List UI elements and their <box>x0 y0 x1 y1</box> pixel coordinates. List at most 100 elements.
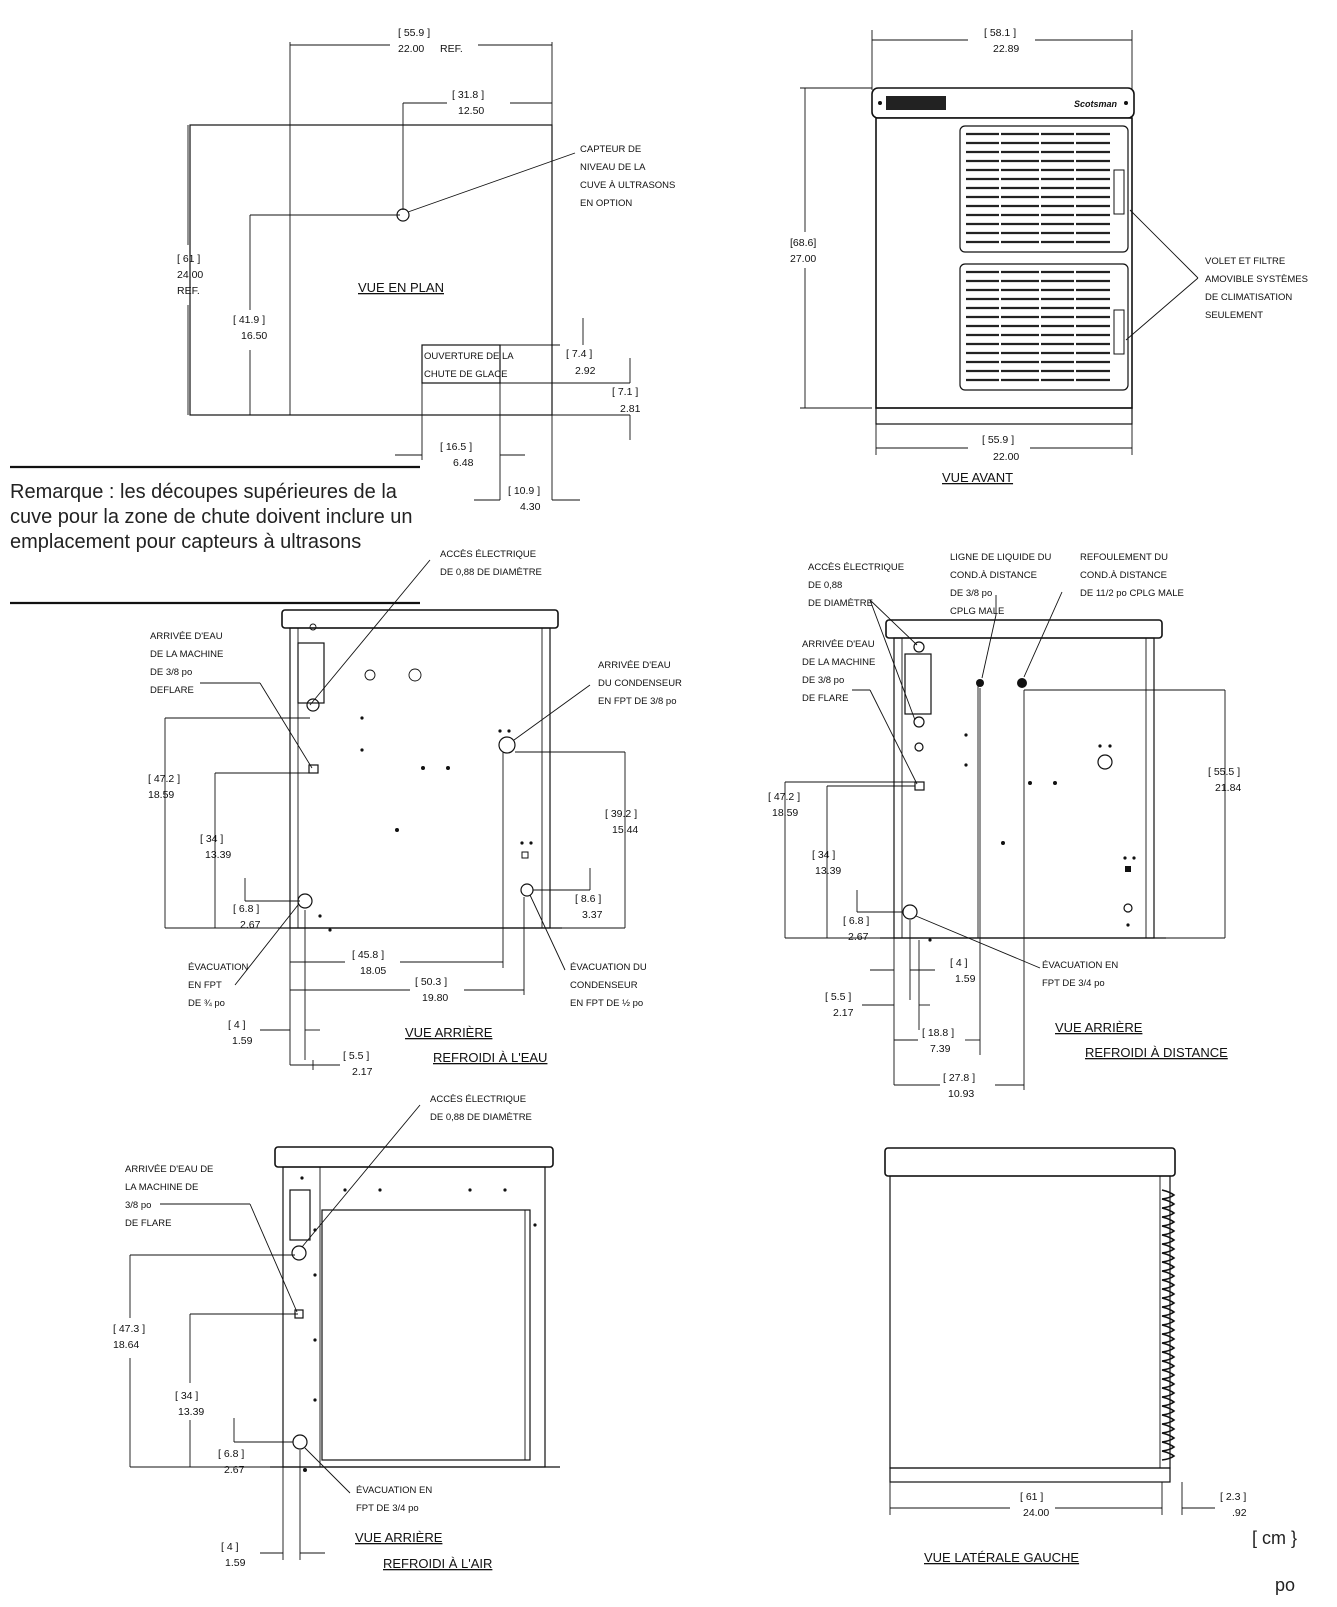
plan-sensor-x-cm: [ 31.8 ] <box>452 89 484 101</box>
rr-water-in-1: ARRIVÉE D'EAU <box>802 639 875 650</box>
rw-d3-in: 2.67 <box>240 919 261 931</box>
sensor-label-2: NIVEAU DE LA <box>580 162 646 173</box>
side-top <box>884 1147 1176 1177</box>
sensor-label-3: CUVE À ULTRASONS <box>580 180 675 191</box>
rr-d7-in: 7.39 <box>930 1043 951 1055</box>
chute-a-cm: [ 7.4 ] <box>566 348 592 360</box>
rr-d4-in: 21.84 <box>1215 782 1241 794</box>
panel-label-1: VOLET ET FILTRE <box>1205 256 1285 267</box>
rw-cond-drain-1: ÉVACUATION DU <box>570 962 647 973</box>
ra-d4-in: 1.59 <box>225 1557 246 1569</box>
rw-drain-3: DE ¾ po <box>188 998 225 1009</box>
front-view-title: VUE AVANT <box>942 470 1013 485</box>
rr-electrical-access-icon <box>913 641 925 653</box>
chute-d-cm: [ 10.9 ] <box>508 485 540 497</box>
side-d2-in: .92 <box>1232 1507 1247 1519</box>
side-d1-in: 24.00 <box>1023 1507 1049 1519</box>
front-view: [ 58.1 ] 22.89 Scotsman [68.6] 27.00 [ 5… <box>790 27 1308 485</box>
rr-drain-2: FPT DE 3/4 po <box>1042 978 1105 989</box>
rr-drain-1: ÉVACUATION EN <box>1042 960 1118 971</box>
plan-sensor-y-in: 16.50 <box>241 330 267 342</box>
rw-d9-in: 2.17 <box>352 1066 373 1078</box>
side-view-title: VUE LATÉRALE GAUCHE <box>924 1550 1079 1565</box>
rw-d1-in: 18.59 <box>148 789 174 801</box>
chute-label-2: CHUTE DE GLACE <box>424 369 507 380</box>
sensor-label-4: EN OPTION <box>580 198 632 209</box>
ra-d1-cm: [ 47.3 ] <box>113 1323 145 1335</box>
rr-electrical-box <box>904 653 932 715</box>
rear-view-air: ACCÈS ÉLECTRIQUE DE 0,88 DE DIAMÈTRE ARR… <box>113 1094 560 1571</box>
panel-label-3: DE CLIMATISATION <box>1205 292 1292 303</box>
rw-cond-in-1: ARRIVÉE D'EAU <box>598 660 671 671</box>
rr-title-2: REFROIDI À DISTANCE <box>1085 1045 1228 1060</box>
ra-d2-in: 13.39 <box>178 1406 204 1418</box>
lower-louver-panel <box>959 263 1129 391</box>
ra-d4-cm: [ 4 ] <box>221 1541 239 1553</box>
rr-discharge-3: DE 11/2 po CPLG MALE <box>1080 588 1184 599</box>
rw-d1-cm: [ 47.2 ] <box>148 773 180 785</box>
left-side-view: [ 61 ] 24.00 [ 2.3 ] .92 VUE LATÉRALE GA… <box>884 1147 1247 1565</box>
upper-louvers <box>966 130 1110 248</box>
rr-d7-cm: [ 18.8 ] <box>922 1027 954 1039</box>
rr-d1-in: 18.59 <box>772 807 798 819</box>
plan-sensor-y-cm: [ 41.9 ] <box>233 314 265 326</box>
rr-d6-cm: [ 5.5 ] <box>825 991 851 1003</box>
control-display <box>886 96 946 110</box>
rw-d4-in: 15.44 <box>612 824 638 836</box>
plan-view-title: VUE EN PLAN <box>358 280 444 295</box>
rr-water-in-2: DE LA MACHINE <box>802 657 875 668</box>
rw-title-1: VUE ARRIÈRE <box>405 1025 493 1040</box>
rr-liquid-2: COND.À DISTANCE <box>950 570 1037 581</box>
rr-discharge-1: REFOULEMENT DU <box>1080 552 1168 563</box>
rr-d2-cm: [ 34 ] <box>812 849 835 861</box>
plan-width-in: 22.00 <box>398 43 424 55</box>
chute-label-1: OUVERTURE DE LA <box>424 351 514 362</box>
rr-liquid-1: LIGNE DE LIQUIDE DU <box>950 552 1051 563</box>
rr-d1-cm: [ 47.2 ] <box>768 791 800 803</box>
condenser-inlet-icon <box>498 736 516 754</box>
panel-label-2: AMOVIBLE SYSTÈMES <box>1205 274 1308 285</box>
rw-d5-cm: [ 8.6 ] <box>575 893 601 905</box>
condenser-fins <box>1161 1189 1176 1461</box>
ra-d3-in: 2.67 <box>224 1464 245 1476</box>
panel-label-4: SEULEMENT <box>1205 310 1263 321</box>
ra-drain-1: ÉVACUATION EN <box>356 1485 432 1496</box>
electrical-access-icon <box>306 698 320 712</box>
rw-water-in-1: ARRIVÉE D'EAU <box>150 631 223 642</box>
rr-liquid-3: DE 3/8 po <box>950 588 992 599</box>
cutout-note: Remarque : les découpes supérieures de l… <box>10 481 413 553</box>
rr-d8-in: 10.93 <box>948 1088 974 1100</box>
rw-cond-drain-2: CONDENSEUR <box>570 980 638 991</box>
rw-elec-label-1: ACCÈS ÉLECTRIQUE <box>440 549 536 560</box>
rear-remote-top <box>885 619 1163 639</box>
discharge-line-icon <box>1017 678 1027 688</box>
ra-electrical-access-icon <box>291 1245 307 1261</box>
plan-width-cm: [ 55.9 ] <box>398 27 430 39</box>
rear-air-top <box>274 1146 554 1168</box>
rw-d2-cm: [ 34 ] <box>200 833 223 845</box>
lower-louvers <box>966 268 1110 386</box>
rr-discharge-2: COND.À DISTANCE <box>1080 570 1167 581</box>
electrical-box <box>297 642 325 704</box>
rr-elec-1: ACCÈS ÉLECTRIQUE <box>808 562 904 573</box>
ra-water-in-1: ARRIVÉE D'EAU DE <box>125 1164 213 1175</box>
front-height-in: 27.00 <box>790 253 816 265</box>
ra-elec-2: DE 0,88 DE DIAMÈTRE <box>430 1112 532 1123</box>
rr-drain-icon <box>902 904 918 920</box>
ra-title-1: VUE ARRIÈRE <box>355 1530 443 1545</box>
rr-d3-in: 2.67 <box>848 931 869 943</box>
rw-d8-in: 1.59 <box>232 1035 253 1047</box>
plan-outline <box>189 124 553 416</box>
rw-elec-label-2: DE 0,88 DE DIAMÈTRE <box>440 567 542 578</box>
liquid-line-icon <box>976 679 984 687</box>
rw-water-in-3: DE 3/8 po <box>150 667 192 678</box>
rr-water-in-3: DE 3/8 po <box>802 675 844 686</box>
rr-d6-in: 2.17 <box>833 1007 854 1019</box>
front-body <box>875 117 1133 409</box>
plan-depth-ref: REF. <box>177 285 200 297</box>
rw-cond-in-2: DU CONDENSEUR <box>598 678 682 689</box>
front-width-bottom-in: 22.00 <box>993 451 1019 463</box>
ra-drain-icon <box>292 1434 308 1450</box>
rear-view-water: ACCÈS ÉLECTRIQUE DE 0,88 DE DIAMÈTRE ARR… <box>148 549 682 1078</box>
